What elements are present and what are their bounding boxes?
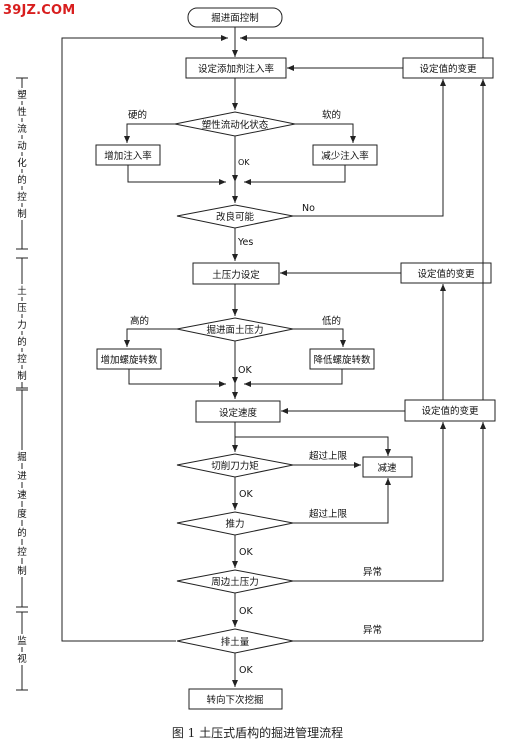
- side-label-char: 制: [17, 565, 27, 577]
- edge-label-abnormal-2: 异常: [363, 624, 382, 636]
- side-label-char: 制: [17, 208, 27, 220]
- change-setting-box-2: 设定值的变更: [400, 262, 492, 284]
- decrease-injection-box: 减少注入率: [312, 144, 378, 166]
- edge-label-soft: 软的: [322, 109, 341, 121]
- edge-label-ok-6: OK: [239, 665, 253, 676]
- svg-text:增加注入率: 增加注入率: [104, 150, 152, 162]
- svg-text:切削刀力矩: 切削刀力矩: [211, 460, 259, 472]
- svg-text:掘进面土压力: 掘进面土压力: [206, 324, 263, 336]
- side-label-char: 性: [17, 106, 27, 118]
- side-label-char: 力: [17, 319, 27, 331]
- svg-text:改良可能: 改良可能: [216, 211, 255, 223]
- svg-text:设定速度: 设定速度: [219, 407, 258, 419]
- edge-label-high: 高的: [130, 315, 149, 327]
- edge-label-exceed-1: 超过上限: [309, 450, 348, 462]
- cutter-torque-decision: 切削刀力矩: [176, 453, 294, 478]
- svg-text:转向下次挖掘: 转向下次挖掘: [206, 694, 263, 706]
- edge-label-ok-5: OK: [239, 606, 253, 617]
- side-label-char: 控: [17, 546, 27, 558]
- edge-label-ok-3: OK: [239, 489, 253, 500]
- svg-text:减少注入率: 减少注入率: [321, 150, 369, 162]
- site-logo: 39JZ.COM: [3, 3, 76, 18]
- svg-text:排土量: 排土量: [221, 636, 250, 648]
- decrease-screw-speed-box: 降低螺旋转数: [309, 348, 375, 370]
- svg-text:推力: 推力: [225, 518, 244, 530]
- svg-text:土压力设定: 土压力设定: [212, 269, 260, 281]
- svg-text:掘进面控制: 掘进面控制: [211, 12, 259, 24]
- side-label-char: 的: [17, 527, 27, 539]
- side-label-char: 掘: [17, 451, 27, 463]
- svg-text:塑性流动化状态: 塑性流动化状态: [202, 119, 269, 131]
- svg-text:降低螺旋转数: 降低螺旋转数: [313, 354, 371, 366]
- svg-text:减速: 减速: [377, 462, 397, 474]
- face-pressure-decision: 掘进面土压力: [176, 317, 294, 342]
- decelerate-box: 减速: [362, 456, 413, 478]
- side-label-char: 流: [17, 123, 27, 135]
- edge-label-abnormal-1: 异常: [363, 566, 382, 578]
- edge-label-no: No: [302, 203, 315, 214]
- side-label-char: 度: [17, 508, 27, 520]
- change-setting-box-3: 设定值的变更: [404, 399, 496, 422]
- side-label-char: 塑: [17, 90, 27, 101]
- side-label-char: 土: [17, 285, 27, 297]
- thrust-decision: 推力: [176, 511, 294, 536]
- edge-label-low: 低的: [322, 315, 341, 327]
- svg-text:设定值的变更: 设定值的变更: [419, 63, 477, 75]
- side-label-char: 的: [17, 174, 27, 186]
- edge-label-yes: Yes: [237, 237, 253, 248]
- increase-screw-speed-box: 增加螺旋转数: [96, 348, 162, 370]
- svg-text:周边土压力: 周边土压力: [211, 576, 259, 588]
- side-label-char: 制: [17, 370, 27, 382]
- start-node: 掘进面控制: [187, 7, 283, 28]
- side-label-char: 速: [17, 490, 27, 501]
- side-label-monitoring: 监视: [15, 634, 29, 665]
- side-label-char: 压: [17, 303, 27, 314]
- change-setting-box-1: 设定值的变更: [402, 57, 494, 79]
- increase-injection-box: 增加注入率: [95, 144, 161, 166]
- figure-caption: 图 1 土压式盾构的掘进管理流程: [171, 726, 344, 740]
- plastic-state-decision: 塑性流动化状态: [174, 111, 296, 137]
- side-label-char: 控: [17, 191, 27, 203]
- edge-label-hard: 硬的: [128, 109, 147, 121]
- svg-text:设定值的变更: 设定值的变更: [421, 405, 479, 417]
- side-label-char: 进: [17, 471, 27, 482]
- next-excavation-box: 转向下次挖掘: [188, 688, 283, 710]
- side-label-char: 的: [17, 336, 27, 348]
- svg-text:设定值的变更: 设定值的变更: [417, 268, 475, 280]
- side-label-char: 化: [17, 157, 27, 169]
- svg-text:设定添加剂注入率: 设定添加剂注入率: [198, 63, 275, 75]
- side-label-char: 监: [17, 635, 27, 647]
- side-brackets: [16, 77, 28, 691]
- edge-label-ok-2: OK: [238, 365, 252, 376]
- side-label-char: 动: [17, 141, 27, 152]
- edge-label-ok-1: OK: [238, 158, 250, 167]
- edge-label-exceed-2: 超过上限: [309, 508, 348, 520]
- peripheral-pressure-decision: 周边土压力: [176, 569, 294, 594]
- edge-label-ok-4: OK: [239, 547, 253, 558]
- set-injection-rate-box: 设定添加剂注入率: [185, 57, 287, 79]
- side-label-char: 视: [17, 653, 27, 665]
- improvable-decision: 改良可能: [176, 204, 294, 229]
- discharge-decision: 排土量: [176, 628, 294, 654]
- speed-setting-box: 设定速度: [195, 400, 281, 423]
- loop-lines: [61, 35, 484, 642]
- svg-text:增加螺旋转数: 增加螺旋转数: [100, 354, 158, 366]
- earth-pressure-setting-box: 土压力设定: [192, 262, 280, 285]
- side-label-char: 控: [17, 353, 27, 365]
